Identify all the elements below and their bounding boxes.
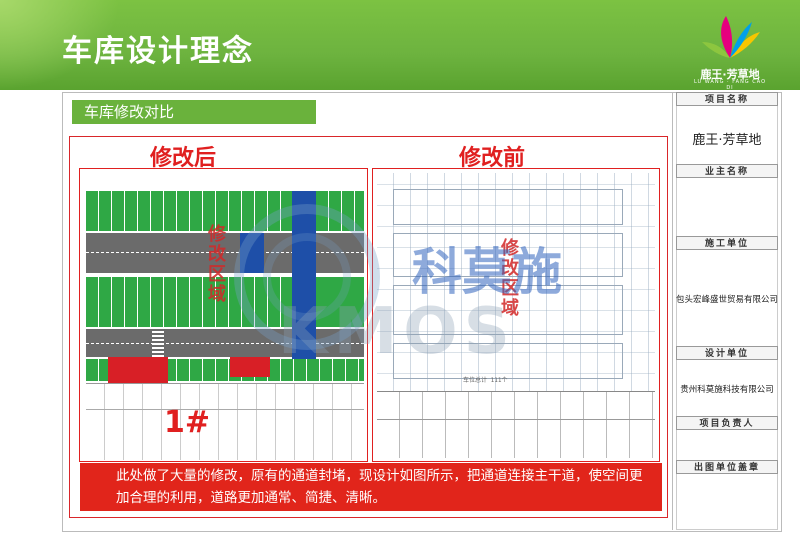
brand-watermark: 科莫施 bbox=[412, 243, 562, 301]
stall-lines bbox=[86, 277, 292, 327]
section-label: 车库修改对比 bbox=[72, 100, 316, 124]
building-rooms bbox=[86, 383, 364, 460]
logo-name: 鹿王·芳草地 bbox=[700, 68, 760, 81]
before-floorplan: 车位总计 111个 修改区域 bbox=[372, 168, 660, 462]
builder-value: 包头宏峰盛世贸易有限公司 bbox=[675, 295, 778, 305]
stall-lines bbox=[86, 191, 292, 231]
owner-cell bbox=[676, 178, 778, 236]
seal-label: 出图单位盖章 bbox=[676, 460, 778, 474]
header-banner: 车库设计理念 鹿王·芳草地 LU WANG · FANG CAO DI bbox=[0, 0, 800, 91]
wall-line bbox=[86, 409, 364, 410]
after-floorplan: 1# 修改区域 bbox=[79, 168, 368, 462]
project-name-value: 鹿王·芳草地 bbox=[692, 133, 762, 148]
builder-label: 施工单位 bbox=[676, 236, 778, 250]
after-panel-title: 修改后 bbox=[150, 146, 217, 171]
watermark-emblem-icon bbox=[234, 204, 380, 350]
title-block bbox=[672, 92, 781, 530]
cad-note: 车位总计 111个 bbox=[463, 377, 508, 384]
seal-cell bbox=[676, 474, 778, 530]
building-rooms bbox=[377, 391, 655, 458]
stall-row-outline bbox=[393, 189, 623, 225]
leaf-decoration bbox=[0, 0, 120, 90]
lane-divider bbox=[86, 343, 364, 344]
before-panel-title: 修改前 bbox=[459, 146, 526, 171]
logo-flower-icon bbox=[702, 16, 760, 58]
project-name-cell bbox=[676, 106, 778, 164]
lane-divider bbox=[86, 252, 364, 253]
zebra-crossing bbox=[152, 329, 164, 357]
designer-label: 设计单位 bbox=[676, 346, 778, 360]
building-number: 1# bbox=[164, 405, 211, 440]
stall-row-outline bbox=[393, 233, 623, 277]
driveway bbox=[86, 233, 364, 273]
modified-zone bbox=[108, 357, 168, 383]
page-title: 车库设计理念 bbox=[62, 34, 254, 69]
lead-cell bbox=[676, 430, 778, 460]
wall-line bbox=[377, 419, 655, 420]
main-aisle bbox=[292, 191, 316, 369]
brand-logo: 鹿王·芳草地 LU WANG · FANG CAO DI bbox=[690, 8, 770, 91]
stall-block bbox=[316, 277, 364, 327]
designer-value: 贵州科莫施科技有限公司 bbox=[680, 385, 774, 395]
brand-watermark-en: KMOS bbox=[278, 295, 516, 369]
description-note: 此处做了大量的修改，原有的通道封堵，现设计如图所示，把通道连接主干道，使空间更加… bbox=[80, 463, 662, 511]
modified-zone bbox=[230, 357, 270, 377]
comparison-border bbox=[69, 136, 668, 518]
stall-row-outline bbox=[393, 343, 623, 379]
owner-label: 业主名称 bbox=[676, 164, 778, 178]
crosswalk bbox=[240, 233, 264, 273]
designer-cell bbox=[676, 360, 778, 416]
modified-area-label: 修改区域 bbox=[208, 224, 226, 305]
lead-label: 项目负责人 bbox=[676, 416, 778, 430]
logo-subtitle: LU WANG · FANG CAO DI bbox=[693, 79, 767, 91]
stall-row-outline bbox=[393, 285, 623, 335]
builder-cell bbox=[676, 250, 778, 346]
project-name-label: 项目名称 bbox=[676, 92, 778, 106]
stall-lines bbox=[316, 191, 364, 231]
modified-area-label: 修改区域 bbox=[501, 238, 519, 319]
